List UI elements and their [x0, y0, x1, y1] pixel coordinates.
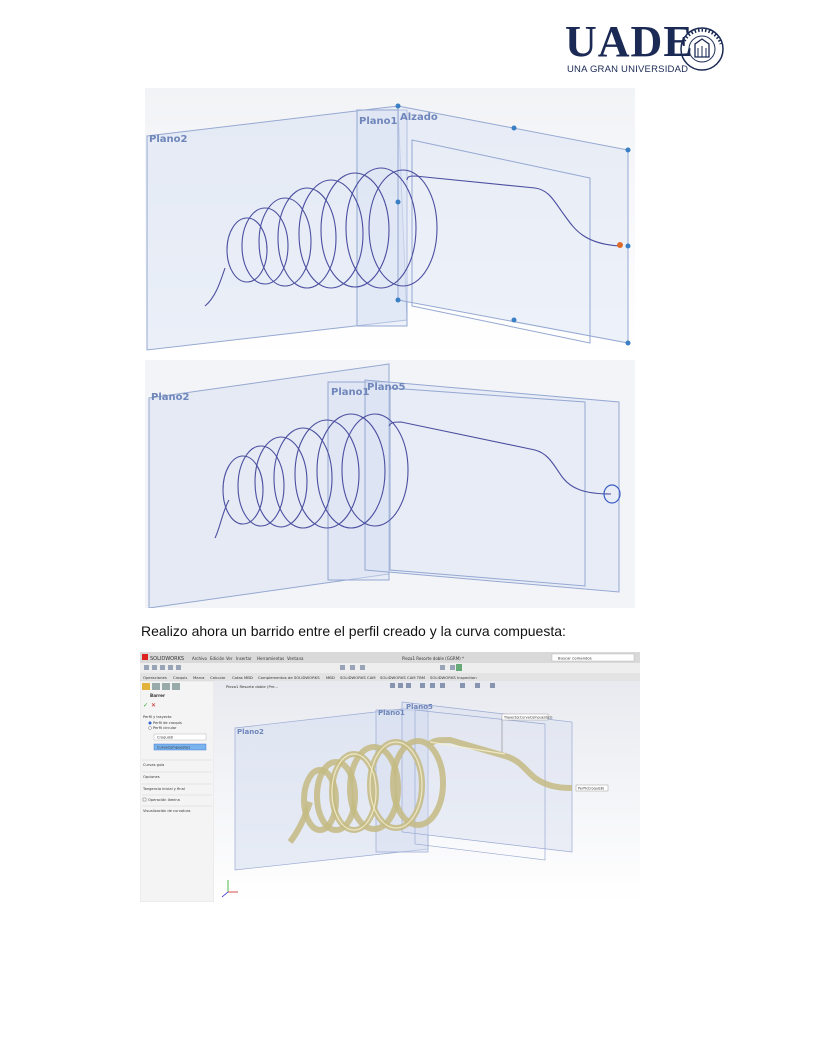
cancel-icon[interactable]: ✕ [151, 703, 156, 709]
profile-value: Croquis8 [157, 736, 174, 740]
path-callout [501, 713, 549, 721]
tree-item[interactable]: Pieza1 Resorte doble (Pre... [226, 684, 278, 689]
search-input[interactable] [551, 653, 635, 662]
tab-cam[interactable]: SOLIDWORKS CAM [340, 675, 376, 680]
radio-sketch[interactable] [148, 721, 152, 725]
plane-label: Plano1 [359, 116, 397, 127]
profile-circle [603, 484, 621, 504]
path-field[interactable] [153, 743, 207, 751]
panel-title: Barrer [150, 693, 166, 698]
tab-marca[interactable]: Marca [193, 675, 205, 680]
tab-mbd[interactable]: MBD [326, 675, 335, 680]
section-options[interactable]: Opciones [143, 775, 160, 779]
figure-sketch-alzado: Plano2 Plano1 Alzado [145, 88, 635, 358]
logo-subtitle: UNA GRAN UNIVERSIDAD [567, 64, 689, 75]
solidworks-brand: SOLIDWORKS [150, 656, 184, 662]
plane-label: Plano1 [378, 709, 405, 717]
search-placeholder: Buscar comandos [558, 656, 592, 661]
radio-circular[interactable] [148, 726, 152, 730]
tab-cam-tbm[interactable]: SOLIDWORKS CAM TBM [380, 675, 425, 680]
menu-item[interactable]: Insertar [236, 656, 252, 661]
tab-croquis[interactable]: Croquis [173, 675, 187, 680]
tab-cotas-mbd[interactable]: Cotas MBD [232, 675, 253, 680]
tab-inspection[interactable]: SOLIDWORKS Inspection [430, 675, 477, 680]
path-value: CurvaCompuesta1 [157, 746, 190, 750]
menu-item[interactable]: Edición [210, 656, 225, 661]
document-title: Pieza1 Resorte doble (GGRM) * [402, 656, 464, 661]
caption-text: Realizo ahora un barrido entre el perfil… [141, 623, 566, 639]
logo-word: UADE [565, 17, 694, 66]
menu-item[interactable]: Herramientas [257, 656, 284, 661]
helix-curve [204, 167, 621, 307]
menu-item[interactable]: Ver [226, 656, 233, 661]
section-curvature[interactable]: Visualización de curvatura [143, 809, 190, 813]
plane-label: Plano2 [237, 728, 264, 736]
plane-label: Plano5 [406, 703, 433, 711]
plane-label: Plano2 [151, 392, 189, 403]
plane-label: Alzado [400, 112, 438, 123]
option-circular: Perfil circular [153, 726, 177, 730]
section-profile[interactable]: Perfil y trayecto [143, 715, 171, 719]
section-guide-curves[interactable]: Curvas guía [143, 763, 164, 767]
profile-field[interactable] [153, 733, 207, 741]
plane-label: Plano5 [367, 382, 405, 393]
profile-callout-text: Perfil(Croquis8) [578, 787, 605, 791]
ok-icon[interactable]: ✓ [143, 703, 148, 709]
thin-feature-checkbox[interactable] [142, 797, 147, 802]
profile-callout [575, 784, 609, 792]
uade-logo: UADE UNA GRAN UNIVERSIDAD [565, 18, 730, 78]
figure-sketch-plano5: Plano2 Plano1 Plano5 [145, 360, 635, 608]
tab-operaciones[interactable]: Operaciones [143, 675, 167, 680]
tab-complementos[interactable]: Complementos de SOLIDWORKS [258, 675, 320, 680]
menu-item[interactable]: Ventana [287, 656, 304, 661]
section-tangency[interactable]: Tangencia inicial y final [142, 787, 185, 791]
plane-label: Plano1 [331, 387, 369, 398]
tab-calcular[interactable]: Calcular [210, 675, 226, 680]
axis-triad-icon [221, 880, 238, 898]
plane-label: Plano2 [149, 134, 187, 145]
helix-curve [214, 413, 612, 539]
section-thin-feature: Operación lámina [148, 798, 180, 802]
path-callout-text: Trayecto(CurvaCompuesta1) [503, 716, 553, 720]
solidworks-screenshot: SOLIDWORKS Archivo Edición Ver Insertar … [140, 652, 640, 902]
seal-icon [680, 27, 724, 71]
menu-item[interactable]: Archivo [192, 656, 208, 661]
option-sketch: Perfil de croquis [153, 721, 182, 725]
